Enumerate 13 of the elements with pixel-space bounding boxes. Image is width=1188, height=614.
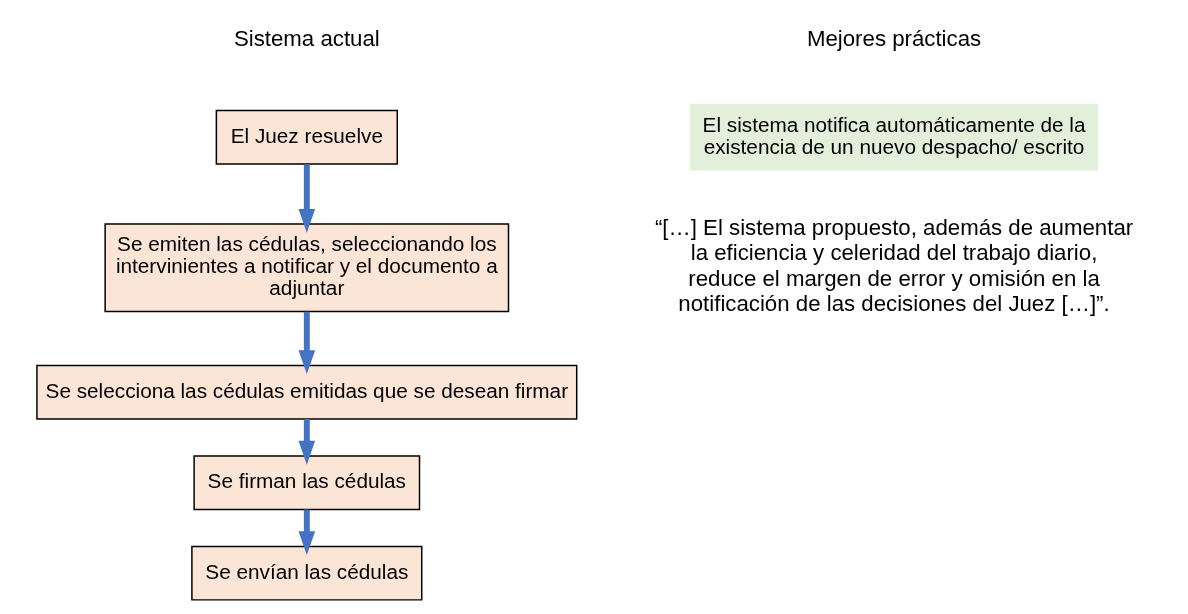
node-box: Se selecciona las cédulas emitidas que se desean firmar bbox=[35, 364, 577, 420]
label: “[…] El sistema propuesto, además de aumentar la eficiencia y celeridad del trabajo diario, reduce el margen de error y omisión en la notificación de las decisiones del Juez […]”. bbox=[654, 215, 1133, 316]
arrow bbox=[298, 509, 315, 556]
node-box: El sistema notifica automáticamente de la existencia de un nuevo despacho/ escrito bbox=[689, 103, 1098, 171]
arrow bbox=[298, 164, 315, 233]
label: Sistema actual bbox=[233, 26, 380, 52]
node-box: Se firman las cédulas bbox=[192, 455, 420, 511]
label: Mejores prácticas bbox=[806, 26, 981, 52]
node-box: Se emiten las cédulas, seleccionando los intervinientes a notificar y el documento a adjuntar bbox=[103, 223, 509, 313]
node-box: El Juez resuelve bbox=[215, 109, 398, 165]
arrow bbox=[298, 419, 315, 465]
node-box: Se envían las cédulas bbox=[190, 545, 422, 601]
arrow bbox=[298, 311, 315, 375]
